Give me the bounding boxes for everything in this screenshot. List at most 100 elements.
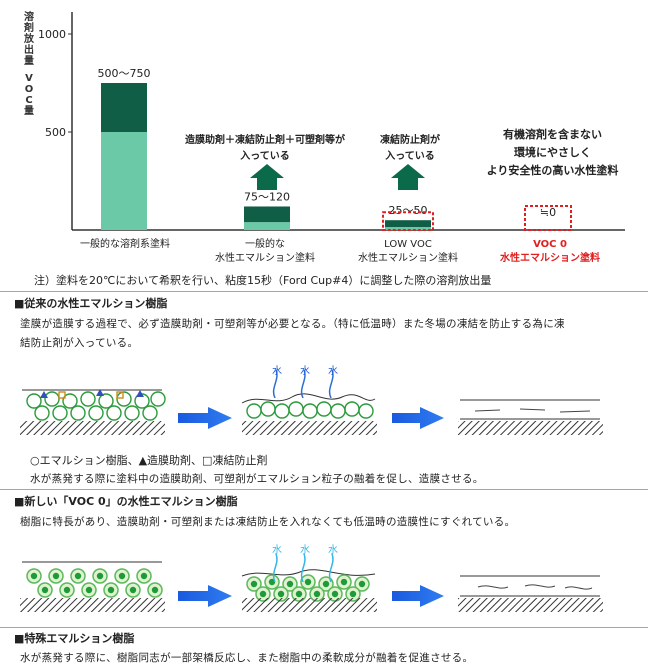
- resin-particle-core: [63, 586, 71, 594]
- resin-particle-core: [358, 580, 366, 588]
- resin-particle-core: [85, 586, 93, 594]
- water-label: 水: [272, 366, 282, 377]
- coalescing-agent-marker: [96, 389, 104, 396]
- emulsion-particle: [330, 403, 346, 419]
- resin-particle-core: [349, 590, 357, 598]
- bar-segment-upper: [244, 206, 290, 223]
- resin-particle-core: [331, 590, 339, 598]
- voc-chart: 500 1000 500～750 75～120 25～50 ≒0: [38, 12, 625, 231]
- stage-film: [458, 399, 603, 435]
- antifreeze-marker: [58, 391, 66, 399]
- conventional-process-diagram: [20, 389, 603, 435]
- section-title-special: ■特殊エマルション樹脂: [14, 632, 135, 645]
- section-title-voc0: ■新しい「VOC 0」の水性エマルション樹脂: [14, 495, 238, 508]
- resin-particle-core: [250, 580, 258, 588]
- divider: [0, 627, 648, 628]
- range-label: 75～120: [244, 190, 290, 203]
- resin-particle-core: [295, 590, 303, 598]
- water-vapor-arrows: [272, 369, 334, 398]
- section-title-conventional: ■従来の水性エマルション樹脂: [14, 297, 168, 310]
- process-arrow: [178, 585, 232, 607]
- category-label-solvent: 一般的な溶剤系塗料: [80, 239, 170, 250]
- emulsion-particle: [26, 393, 42, 409]
- resin-particle-core: [129, 586, 137, 594]
- section-body-line: 水が蒸発する際に、樹脂同志が一部架橋反応し、また樹脂中の柔軟成分が融着を促進させ…: [20, 652, 474, 664]
- stage-evaporation: [241, 569, 377, 612]
- resin-particle-core: [140, 572, 148, 580]
- up-arrow: [391, 164, 425, 190]
- bar-segment-lower: [244, 222, 290, 230]
- resin-particle-core: [30, 572, 38, 580]
- emulsion-particle: [44, 391, 60, 407]
- water-label: 水: [328, 545, 338, 556]
- emulsion-particle: [316, 401, 332, 417]
- emulsion-particle: [288, 401, 304, 417]
- resin-particle-core: [286, 580, 294, 588]
- stage-film: [458, 575, 603, 612]
- coalescing-agent-marker: [40, 391, 48, 398]
- range-label: 500～750: [98, 67, 151, 80]
- particle-legend: ○エマルション樹脂、▲造膜助剤、□凍結防止剤: [30, 454, 268, 467]
- bar-segment-lower: [101, 132, 147, 230]
- category-label-low-voc: LOW VOC 水性エマルション塗料: [358, 239, 458, 264]
- annotation-low-voc: 凍結防止剤が 入っている: [380, 135, 440, 162]
- section-caption: 水が蒸発する際に塗料中の造膜助剤、可塑剤がエマルション粒子の融着を促し、造膜させ…: [30, 473, 484, 485]
- water-label: 水: [300, 366, 310, 377]
- annotation-voc0: 有機溶剤を含まない 環境にやさしく より安全性の高い水性塗料: [486, 128, 619, 177]
- section-body-line: 結防止剤が入っている。: [20, 337, 139, 349]
- category-label-general-water: 一般的な 水性エマルション塗料: [215, 239, 315, 264]
- resin-particle-core: [107, 586, 115, 594]
- resin-particle-core: [304, 578, 312, 586]
- emulsion-particle: [344, 401, 360, 417]
- stage-evaporation: [241, 393, 377, 435]
- emulsion-particle: [52, 405, 68, 421]
- dotted-outline: [524, 205, 572, 231]
- antifreeze-marker: [116, 391, 124, 399]
- emulsion-particle: [98, 393, 114, 409]
- stage-wet-film: [20, 561, 165, 612]
- chart-note: 注）塗料を20℃において希釈を行い、粘度15秒（Ford Cup#4）に調整した…: [34, 274, 492, 287]
- bar-segment-upper: [385, 220, 431, 228]
- coalescing-agent-marker: [136, 390, 144, 397]
- voc0-process-diagram: [20, 561, 603, 612]
- range-label: 25～50: [389, 204, 428, 217]
- water-label: 水: [300, 545, 310, 556]
- resin-particle-core: [52, 572, 60, 580]
- emulsion-particle: [260, 401, 276, 417]
- water-label: 水: [272, 545, 282, 556]
- emulsion-particle: [150, 391, 166, 407]
- section-body-line: 塗膜が造膜する過程で、必ず造膜助剤・可塑剤等が必要となる。（特に低温時）また冬場…: [20, 318, 565, 330]
- up-arrow: [250, 164, 284, 190]
- emulsion-particle: [80, 391, 96, 407]
- water-vapor-arrows: [272, 553, 334, 582]
- emulsion-particle: [358, 403, 374, 419]
- resin-particle-core: [322, 580, 330, 588]
- resin-particle-core: [313, 590, 321, 598]
- emulsion-particle: [246, 403, 262, 419]
- bar-segment-upper: [101, 83, 147, 132]
- y-tick-label: 1000: [38, 28, 66, 41]
- resin-particle-core: [277, 590, 285, 598]
- resin-particle-core: [74, 572, 82, 580]
- process-arrow: [392, 585, 444, 607]
- emulsion-particle: [106, 405, 122, 421]
- bar-segment-lower: [385, 227, 431, 230]
- emulsion-particle: [274, 403, 290, 419]
- resin-particle-core: [118, 572, 126, 580]
- y-tick-label: 500: [45, 126, 66, 139]
- section-body-line: 樹脂に特長があり、造膜助剤・可塑剤または凍結防止を入れなくても低温時の造膜性にす…: [20, 516, 516, 528]
- emulsion-particle: [34, 405, 50, 421]
- emulsion-particle: [62, 393, 78, 409]
- range-label: ≒0: [540, 206, 556, 219]
- emulsion-particle: [142, 405, 158, 421]
- stage-wet-film: [20, 389, 166, 435]
- process-arrow: [392, 407, 444, 429]
- emulsion-particle: [116, 391, 132, 407]
- resin-particle-core: [151, 586, 159, 594]
- resin-particle-core: [41, 586, 49, 594]
- dotted-outline: [382, 211, 434, 231]
- divider: [0, 291, 648, 292]
- divider: [0, 489, 648, 490]
- emulsion-particle: [70, 405, 86, 421]
